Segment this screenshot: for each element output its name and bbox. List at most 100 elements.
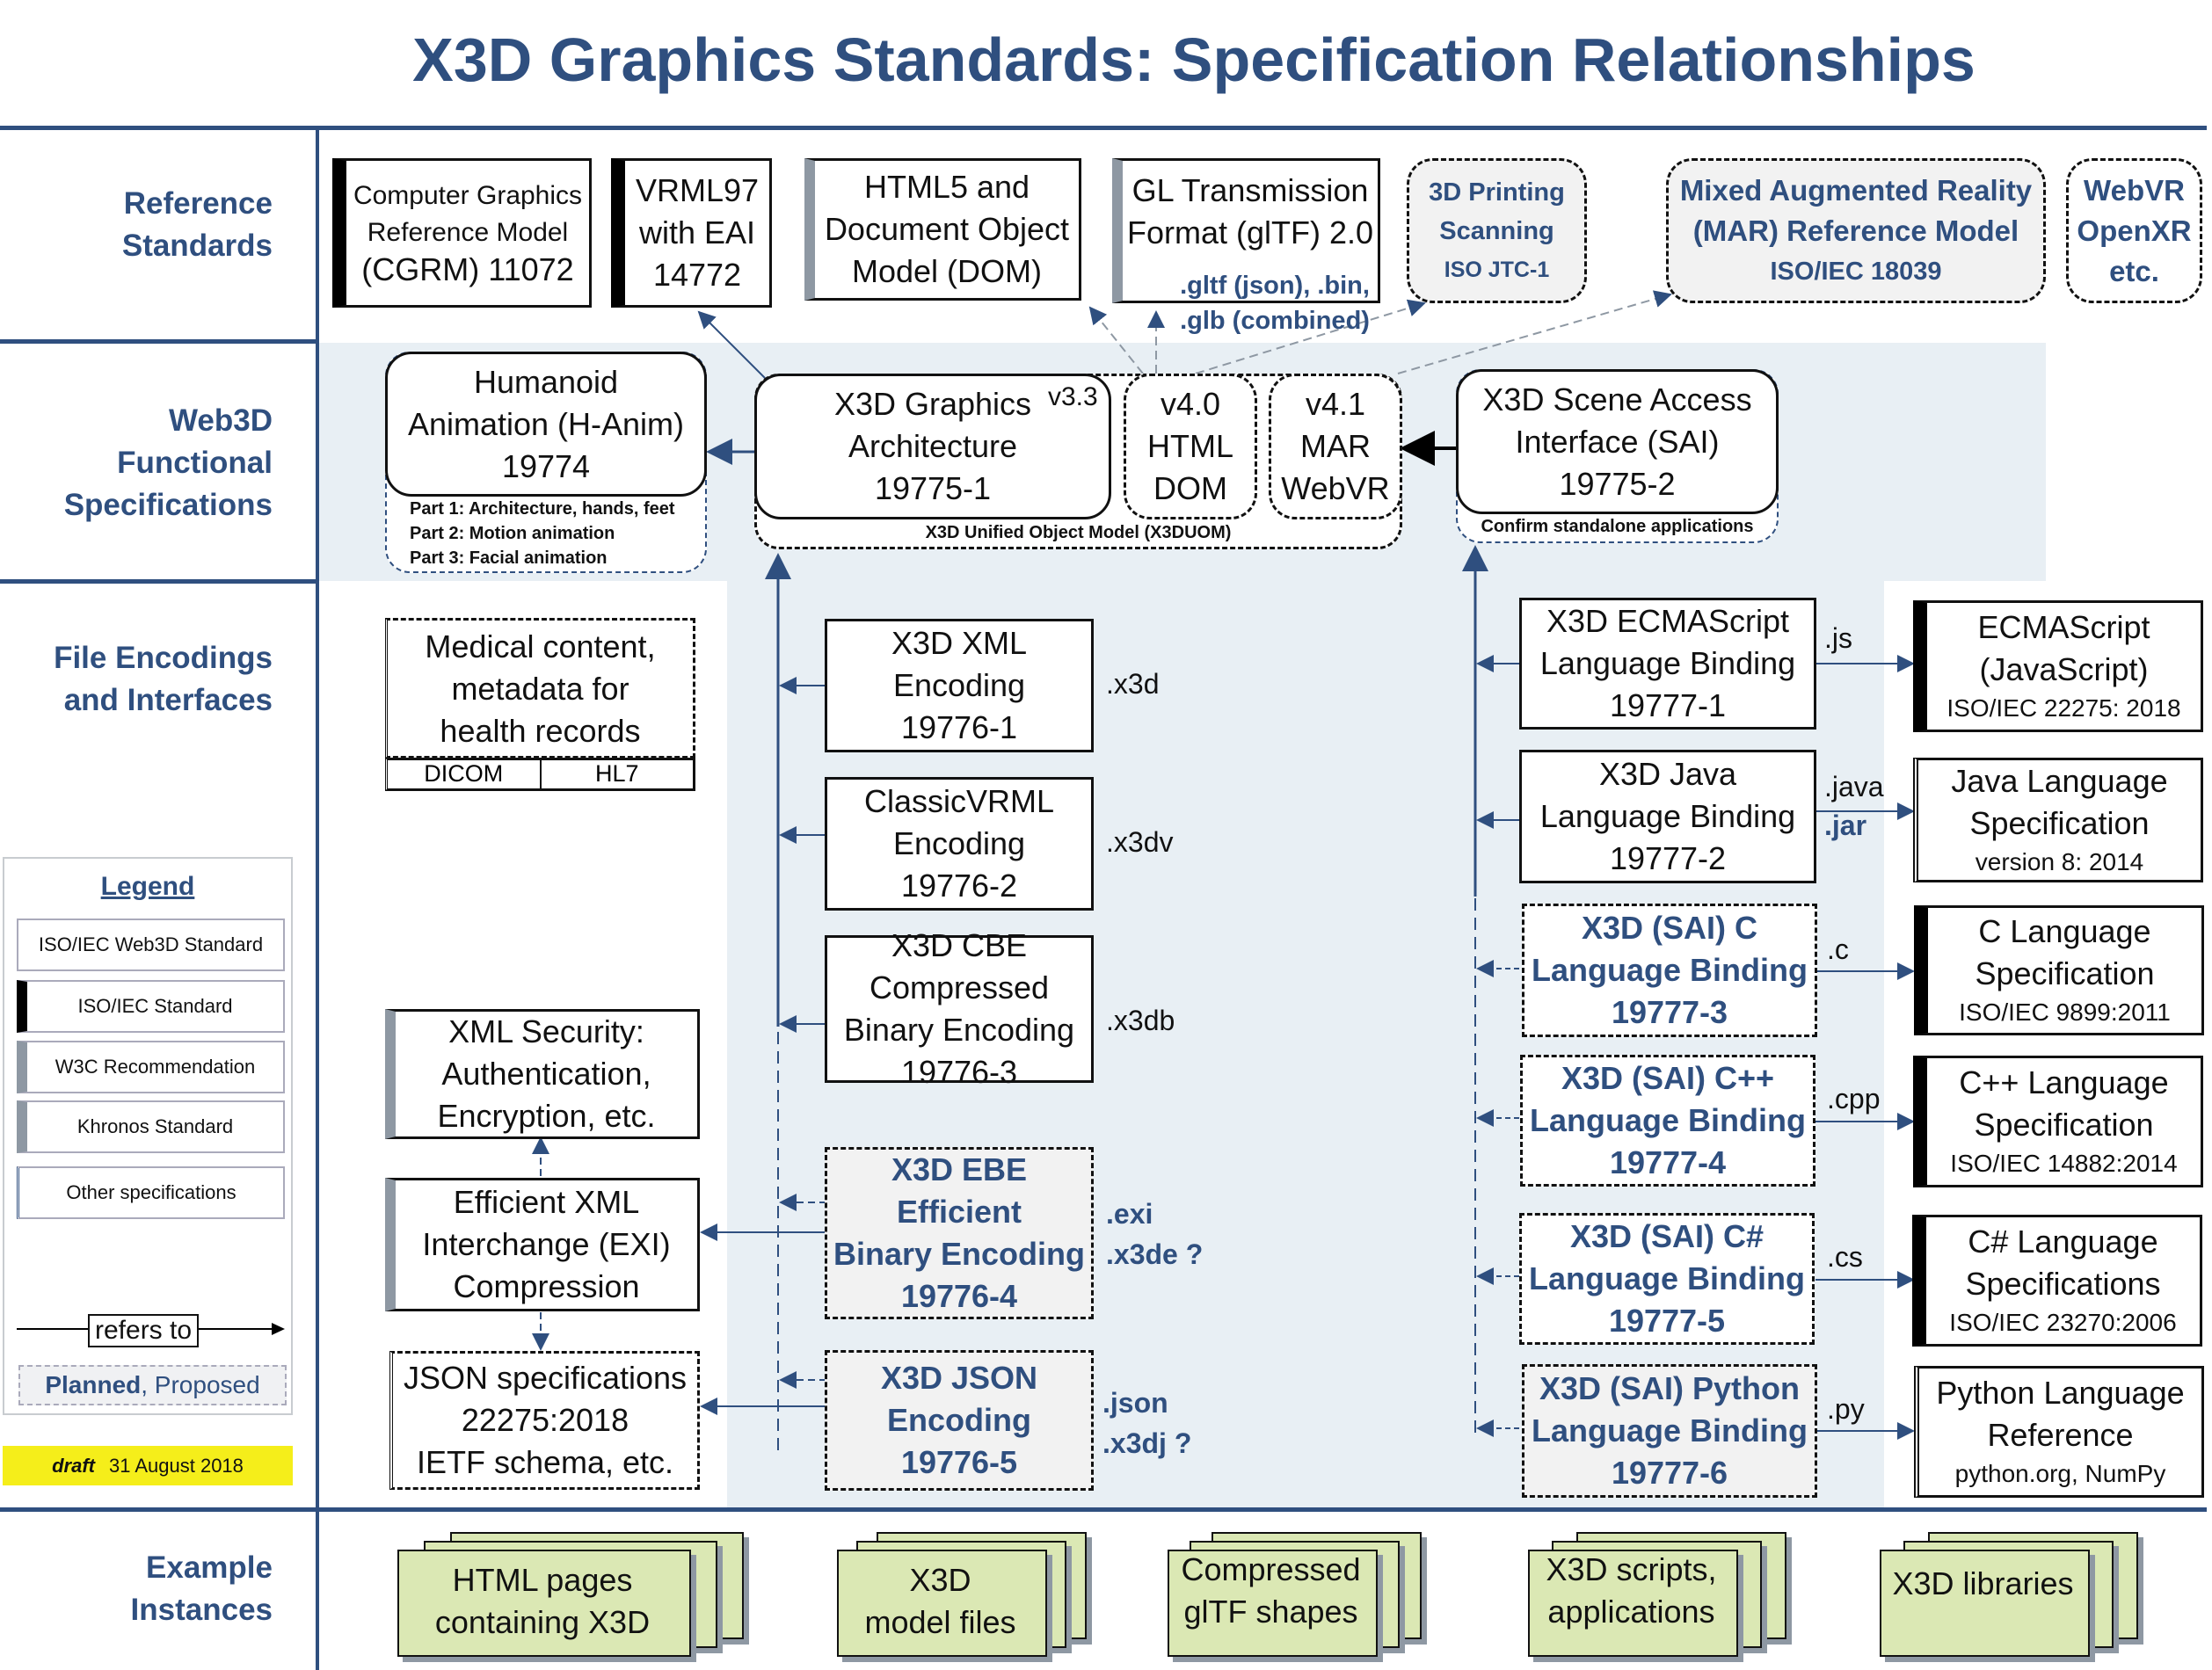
spec-line: Language Binding — [1539, 798, 1796, 834]
ext-x3db: .x3db — [1106, 1005, 1175, 1036]
spec-line: Encoding — [892, 667, 1026, 703]
row-divider-2 — [0, 579, 318, 584]
ext-line: .json — [1102, 1387, 1168, 1419]
ref-line: Model (DOM) — [851, 253, 1043, 289]
json-spec: JSON specifications 22275:2018 IETF sche… — [389, 1351, 700, 1490]
ref-mar: Mixed Augmented Reality (MAR) Reference … — [1666, 158, 2046, 303]
spec-line: X3D EBE — [891, 1151, 1028, 1187]
legend-planned-bold: Planned — [45, 1371, 142, 1398]
legend-iso-standard: ISO/IEC Standard — [17, 980, 285, 1033]
encoding-json: X3D JSON Encoding 19776-5 — [825, 1350, 1094, 1491]
binding-csharp: X3D (SAI) C# Language Binding 19777-5 — [1519, 1213, 1815, 1345]
spec-line: Language Binding — [1529, 1260, 1805, 1296]
row-label-line: File Encodings — [54, 641, 273, 675]
row-label-line: Instances — [130, 1593, 273, 1627]
lang-spec-csharp: C# Language Specifications ISO/IEC 23270… — [1912, 1215, 2202, 1347]
spec-line: X3D XML — [891, 625, 1028, 661]
spec-line: Efficient XML — [453, 1184, 640, 1220]
spec-line: C++ Language — [1959, 1064, 2169, 1100]
spec-line: v4.1 — [1305, 386, 1366, 422]
legend-title: Legend — [100, 872, 195, 901]
ext-ebe: .exi .x3de ? — [1106, 1194, 1203, 1274]
spec-line: Specification — [1974, 1107, 2154, 1143]
lang-spec-python: Python Language Reference python.org, Nu… — [1914, 1366, 2204, 1498]
ext-line: .jar — [1824, 810, 1867, 841]
architecture-version: v3.3 — [1048, 382, 1098, 411]
row-label-web3d: Web3D Functional Specifications — [9, 400, 273, 526]
spec-line: health records — [440, 713, 641, 749]
ext-line: .glb (combined) — [1180, 307, 1370, 335]
ext-java: .java .jar — [1824, 767, 1884, 845]
spec-line: X3D (SAI) C# — [1569, 1218, 1765, 1254]
label-column-divider — [316, 126, 319, 1670]
dicom-cell: DICOM — [388, 760, 542, 788]
example-line: containing X3D — [434, 1604, 651, 1640]
ext-c: .c — [1827, 933, 1849, 965]
spec-line: Specification — [1969, 805, 2150, 841]
spec-line: Language Binding — [1539, 645, 1796, 681]
row-divider-3 — [0, 1507, 2207, 1512]
spec-sub: python.org, NumPy — [1954, 1460, 2166, 1487]
ref-gltf: GL Transmission Format (glTF) 2.0 — [1112, 158, 1380, 303]
encoding-cbe: X3D CBE Compressed Binary Encoding 19776… — [825, 927, 1094, 1090]
xml-security-spec: XML Security: Authentication, Encryption… — [385, 1009, 700, 1139]
arrow-v40-to-3dprinting — [1195, 299, 1426, 374]
spec-line: X3D (SAI) C — [1581, 910, 1758, 946]
spec-sub: ISO/IEC 14882:2014 — [1950, 1150, 2178, 1177]
ref-line: (CGRM) 11072 — [361, 251, 574, 287]
ref-line: Reference Model — [367, 218, 569, 247]
x3duom-label: X3D Unified Object Model (X3DUOM) — [925, 523, 1232, 542]
example-line: applications — [1547, 1594, 1715, 1630]
ref-webvr: WebVR OpenXR etc. — [2066, 158, 2202, 303]
spec-line: WebVR — [1281, 470, 1390, 506]
medical-spec: Medical content, metadata for health rec… — [385, 618, 695, 759]
spec-sub: ISO/IEC 22275: 2018 — [1946, 694, 2181, 722]
row-label-line: Example — [146, 1550, 273, 1585]
ref-cgrm: Computer Graphics Reference Model (CGRM)… — [332, 158, 592, 308]
spec-line: 19775-2 — [1559, 465, 1676, 502]
encoding-ebe: X3D EBE Efficient Binary Encoding 19776-… — [825, 1147, 1094, 1319]
ref-vrml97: VRML97 with EAI 14772 — [611, 158, 772, 308]
gltf-extensions: .gltf (json), .bin, .glb (combined) — [1161, 268, 1389, 338]
exi-spec: Efficient XML Interchange (EXI) Compress… — [385, 1178, 700, 1311]
medical-cells: DICOM HL7 — [385, 758, 695, 791]
spec-line: Encryption, etc. — [437, 1098, 656, 1134]
spec-line: Specifications — [1965, 1266, 2161, 1302]
row-label-file-encodings: File Encodings and Interfaces — [9, 637, 273, 722]
spec-line: Java Language — [1951, 763, 2168, 799]
hanim-part: Part 2: Motion animation — [410, 524, 615, 543]
spec-line: Compressed — [869, 969, 1050, 1006]
lang-spec-cpp: C++ Language Specification ISO/IEC 14882… — [1913, 1056, 2203, 1187]
row-label-line: Standards — [121, 229, 273, 263]
spec-line: X3D ECMAScript — [1546, 603, 1790, 639]
spec-sub: version 8: 2014 — [1975, 848, 2144, 875]
spec-line: 19777-2 — [1609, 840, 1727, 876]
spec-line: ClassicVRML — [863, 783, 1055, 819]
legend-planned-rest: , Proposed — [141, 1371, 260, 1398]
ext-x3d: .x3d — [1106, 668, 1160, 700]
ref-line: Mixed Augmented Reality — [1679, 173, 2033, 207]
lang-spec-c: C Language Specification ISO/IEC 9899:20… — [1914, 905, 2204, 1035]
ext-cpp: .cpp — [1827, 1083, 1881, 1115]
binding-ecmascript: X3D ECMAScript Language Binding 19777-1 — [1519, 598, 1816, 730]
ext-js: .js — [1824, 622, 1852, 654]
example-libraries: X3D libraries — [1880, 1532, 2143, 1657]
v41-mar-webvr: v4.1 MAR WebVR — [1269, 374, 1402, 519]
example-line: model files — [864, 1604, 1016, 1640]
spec-line: 19776-3 — [900, 1054, 1018, 1090]
ref-line: 14772 — [652, 257, 742, 293]
ref-line: Scanning — [1439, 216, 1554, 245]
spec-line: 19777-1 — [1609, 687, 1727, 723]
spec-line: X3D Java — [1598, 756, 1737, 792]
ref-line: ISO JTC-1 — [1444, 257, 1550, 282]
spec-line: 19777-4 — [1609, 1144, 1727, 1180]
ref-line: GL Transmission — [1131, 172, 1369, 208]
spec-line: X3D (SAI) Python — [1539, 1370, 1800, 1406]
spec-line: C# Language — [1968, 1223, 2158, 1260]
spec-line: Reference — [1987, 1417, 2134, 1453]
ref-line: etc. — [2109, 254, 2159, 287]
ext-cs: .cs — [1827, 1241, 1863, 1273]
draft-label: draft — [52, 1454, 95, 1477]
legend-w3c: W3C Recommendation — [17, 1041, 285, 1093]
